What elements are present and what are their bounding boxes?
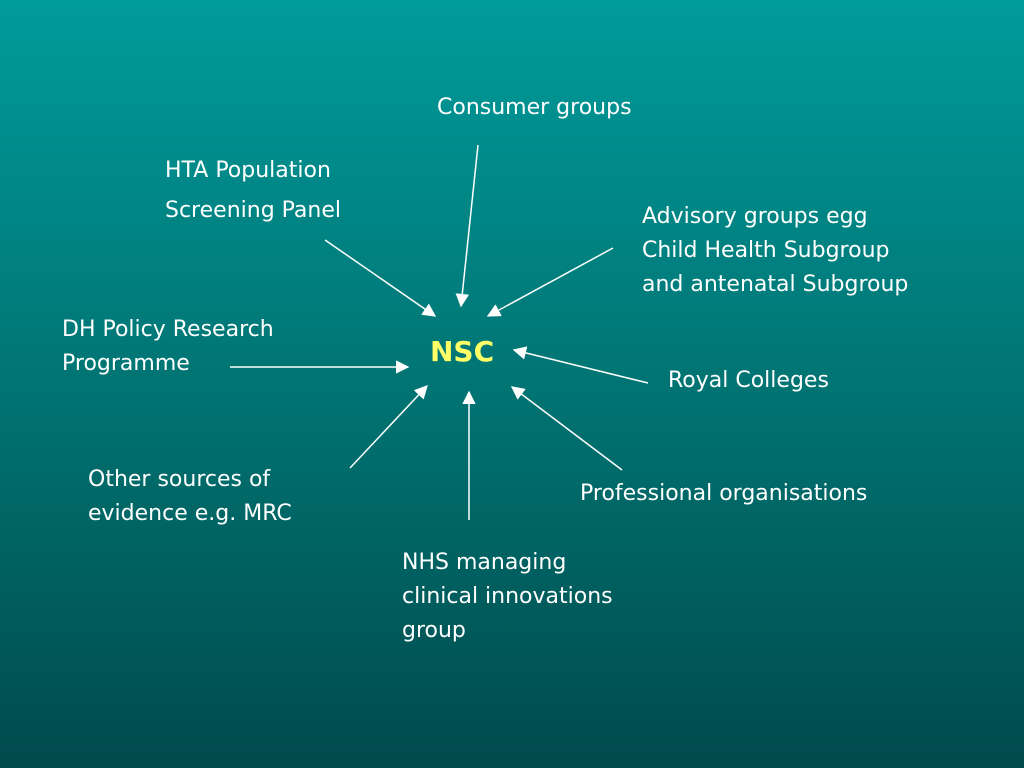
node-advisory-groups: Advisory groups egg Child Health Subgrou… (642, 200, 908, 302)
node-nhs-line-2: clinical innovations (402, 584, 613, 609)
node-royal-colleges: Royal Colleges (668, 364, 829, 398)
arrow-advisory (486, 247, 614, 317)
node-other-line-2: evidence e.g. MRC (88, 501, 292, 526)
node-advisory-line-3: and antenatal Subgroup (642, 272, 909, 297)
node-advisory-line-1: Advisory groups egg (642, 204, 868, 229)
node-nhs-managing: NHS managing clinical innovations group (402, 546, 613, 648)
node-consumer-groups: Consumer groups (437, 91, 632, 125)
node-advisory-line-2: Child Health Subgroup (642, 238, 890, 263)
nsc-center-label: NSC (430, 335, 495, 368)
node-nhs-line-1: NHS managing (402, 550, 567, 575)
node-professional-line-1: Professional organisations (580, 481, 868, 506)
node-other-sources: Other sources of evidence e.g. MRC (88, 463, 292, 531)
arrow-royal (512, 346, 649, 384)
node-consumer-line-1: Consumer groups (437, 95, 632, 120)
node-nhs-line-3: group (402, 618, 466, 643)
node-hta-panel: HTA Population Screening Panel (165, 151, 341, 231)
node-dh-policy: DH Policy Research Programme (62, 313, 274, 381)
arrow-consumer (455, 144, 479, 308)
node-other-line-1: Other sources of (88, 467, 271, 492)
node-hta-line-1: HTA Population (165, 158, 331, 183)
arrow-professional (510, 386, 623, 471)
arrow-other (349, 385, 428, 469)
node-dh-line-2: Programme (62, 351, 190, 376)
node-hta-line-2: Screening Panel (165, 198, 341, 223)
node-professional-orgs: Professional organisations (580, 477, 867, 511)
node-dh-line-1: DH Policy Research (62, 317, 274, 342)
node-royal-line-1: Royal Colleges (668, 368, 829, 393)
arrow-hta (324, 239, 437, 317)
